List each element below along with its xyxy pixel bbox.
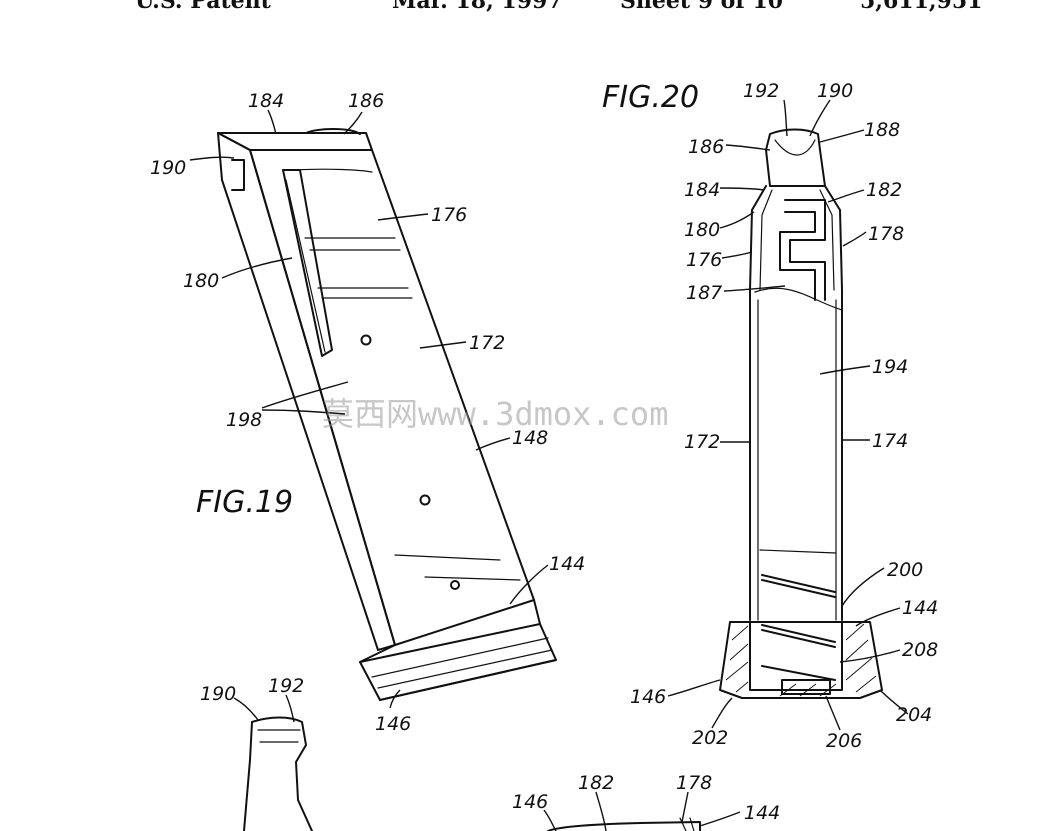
header-left: U.S. Patent (135, 0, 272, 14)
ref-label: 144 (902, 597, 938, 619)
ref-label: 204 (896, 704, 932, 726)
ref-label: 188 (864, 119, 900, 141)
ref-label: 200 (887, 559, 923, 581)
ref-label: 146 (375, 713, 411, 735)
ref-label: 206 (826, 730, 862, 752)
fig20-reference-labels: 192 190 186 188 184 182 180 178 176 187 … (630, 80, 938, 752)
ref-label: 186 (688, 136, 724, 158)
ref-label: 182 (578, 772, 614, 794)
ref-label: 180 (183, 270, 219, 292)
ref-label: 208 (902, 639, 938, 661)
fig19-reference-labels: 184 186 190 176 180 172 198 148 144 146 (150, 90, 585, 735)
fig20-drawing (719, 128, 883, 699)
fig21-drawing (243, 716, 313, 831)
ref-label: 182 (866, 179, 902, 201)
ref-label: 146 (512, 791, 548, 813)
ref-label: 172 (469, 332, 505, 354)
fig20-title: FIG.20 (602, 80, 699, 115)
ref-label: 178 (676, 772, 712, 794)
fig19-title: FIG.19 (196, 485, 293, 520)
ref-label: 194 (872, 356, 908, 378)
leader-lines (189, 99, 909, 831)
ref-label: 178 (868, 223, 904, 245)
ref-label: 202 (692, 727, 728, 749)
header-sheet: Sheet 9 of 10 (620, 0, 783, 14)
fig21-reference-labels: 190 192 (200, 675, 304, 705)
ref-label: 184 (248, 90, 284, 112)
ref-label: 198 (226, 409, 262, 431)
header-number: 5,611,951 (860, 0, 982, 14)
ref-label: 187 (686, 282, 722, 304)
ref-label: 192 (268, 675, 304, 697)
fig19-drawing (217, 128, 557, 701)
ref-label: 144 (744, 802, 780, 824)
patent-header: U.S. Patent Mar. 18, 1997 Sheet 9 of 10 … (135, 0, 982, 14)
ref-label: 174 (872, 430, 908, 452)
fig22-reference-labels: 146 182 178 144 (512, 772, 780, 824)
ref-label: 180 (684, 219, 720, 241)
fig22-drawing (547, 817, 701, 831)
header-date: Mar. 18, 1997 (392, 0, 563, 14)
ref-label: 190 (817, 80, 853, 102)
ref-label: 176 (686, 249, 722, 271)
ref-label: 146 (630, 686, 666, 708)
ref-label: 184 (684, 179, 720, 201)
ref-label: 144 (549, 553, 585, 575)
ref-label: 192 (743, 80, 779, 102)
ref-label: 186 (348, 90, 384, 112)
watermark: 莫西网www.3dmox.com (322, 395, 668, 433)
ref-label: 190 (150, 157, 186, 179)
ref-label: 148 (512, 427, 548, 449)
ref-label: 176 (431, 204, 467, 226)
ref-label: 190 (200, 683, 236, 705)
base-hatching (725, 623, 877, 697)
ref-label: 172 (684, 431, 720, 453)
